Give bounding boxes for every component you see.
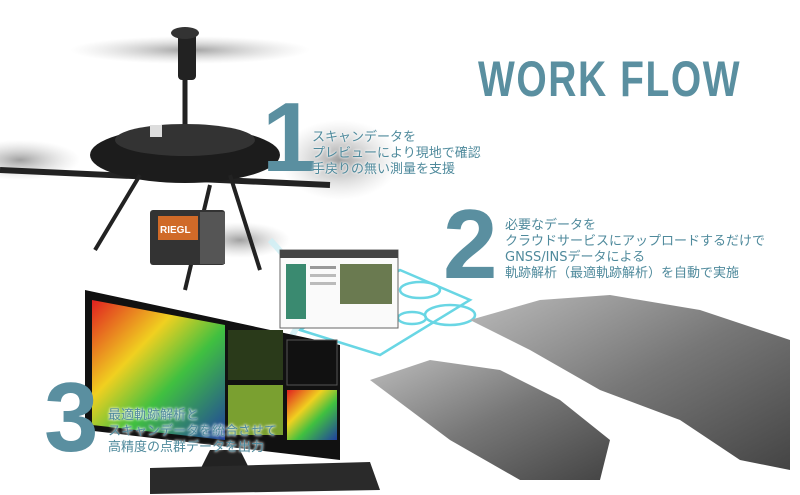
terrain-model-1 — [470, 295, 790, 470]
terrain-model-2 — [370, 360, 610, 480]
step-1-line: 手戻りの無い測量を支援 — [312, 162, 456, 177]
step-1-number: 1 — [262, 82, 317, 192]
step-1-line: スキャンデータを — [312, 130, 417, 145]
cloud-service-window — [279, 249, 399, 329]
riegl-logo: RIEGL — [160, 225, 191, 236]
step-3-line: 最適軌跡解析と — [108, 408, 200, 423]
step-1-line: プレビューにより現地で確認 — [312, 146, 481, 161]
step-1-description: スキャンデータを プレビューにより現地で確認 手戻りの無い測量を支援 — [312, 130, 481, 178]
step-2-line: GNSS/INSデータによる — [505, 250, 646, 265]
step-2-line: クラウドサービスにアップロードするだけで — [505, 234, 766, 249]
page-title: WORK FLOW — [478, 51, 742, 107]
step-3-number: 3 — [44, 362, 99, 472]
step-2-description: 必要なデータを クラウドサービスにアップロードするだけで GNSS/INSデータ… — [505, 218, 765, 282]
step-2-number: 2 — [443, 189, 498, 299]
monitor-image — [85, 290, 380, 494]
step-3-line: 高精度の点群データを出力 — [108, 440, 265, 455]
step-2-line: 軌跡解析（最適軌跡解析）を自動で実施 — [505, 266, 740, 281]
step-3-line: スキャンデータを統合させて — [108, 424, 278, 439]
propeller-blur — [280, 120, 400, 200]
step-3-description: 最適軌跡解析と スキャンデータを統合させて 高精度の点群データを出力 — [108, 408, 277, 456]
step-2-line: 必要なデータを — [505, 218, 597, 233]
drone-image: RIEGL — [0, 27, 400, 291]
